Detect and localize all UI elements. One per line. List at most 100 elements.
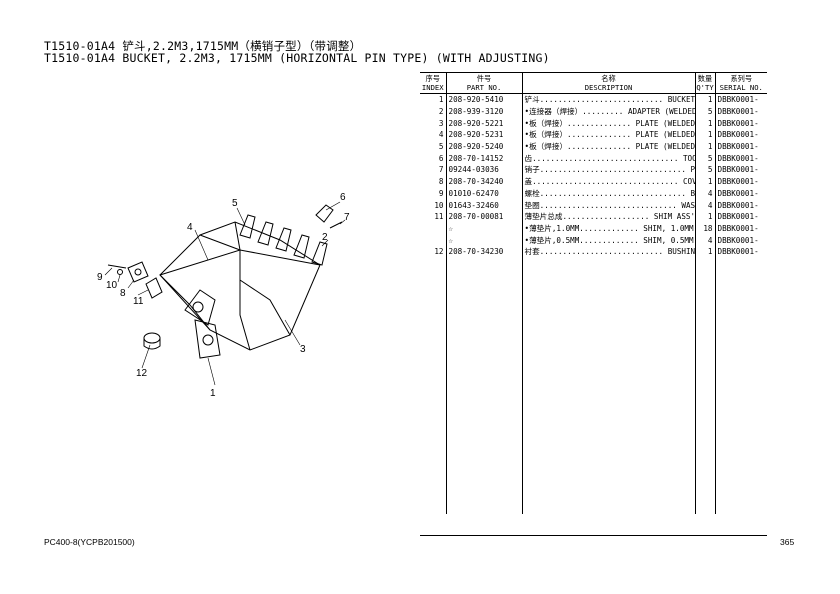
bucket-exploded-diagram: 1 2 3 4 5 6 7 8 9 10 11 12 [97,192,350,399]
footer-page-number: 365 [780,537,795,547]
row-part-no: 208-939-3120 [445,105,522,118]
row-index [420,223,446,235]
row-qty: 4 [694,187,715,200]
row-qty: 5 [694,152,715,165]
filler-cell [420,258,446,514]
row-part-no: 208-920-5410 [445,93,522,106]
row-serial: DBBK0001- [714,129,767,141]
row-index: 10 [434,200,444,210]
row-part-no: 208-70-00081 [445,210,522,223]
row-serial: DBBK0001- [714,105,767,118]
callout-9: 9 [97,272,103,283]
filler-cell [445,257,522,514]
callout-12: 12 [136,368,148,379]
callout-labels: 1 2 3 4 5 6 7 8 9 10 11 12 [97,192,350,399]
callout-6: 6 [340,192,346,203]
row-serial: DBBK0001- [714,210,767,223]
row-index: 12 [434,247,444,257]
row-serial: DBBK0001- [714,234,767,246]
row-serial: DBBK0001- [714,187,767,200]
row-index: 8 [438,177,444,187]
row-part-no: 208-70-34240 [445,175,522,188]
row-index: 6 [438,153,444,163]
row-index: 11 [434,212,444,222]
shim-part [145,277,163,299]
row-serial: DBBK0001- [714,93,767,106]
row-serial: DBBK0001- [714,245,767,258]
row-index: 1 [438,95,444,105]
bushing-part [143,332,161,344]
row-part-no: 09244-03036 [445,164,522,176]
row-part-no: 208-920-5221 [445,117,522,130]
row-qty: 18 [694,222,715,235]
row-description: •板（焊接）.............. PLATE (WELDED) [521,117,695,130]
row-part-no: 01010-62470 [445,187,522,200]
cover-part [127,261,149,283]
page-title-en: T1510-01A4 BUCKET, 2.2M3, 1715MM (HORIZO… [44,51,550,65]
filler-cell [714,257,767,514]
callout-3: 3 [300,344,306,355]
row-description: •薄垫片,1.0MM............. SHIM, 1.0MM [521,222,695,235]
row-index: 4 [438,130,444,140]
row-description: 螺栓................................ BOLT [521,187,695,200]
pin-part [329,221,343,229]
row-description: 齿................................ TOOTH [521,152,695,165]
row-index: 5 [438,142,444,152]
row-serial: DBBK0001- [714,164,767,176]
footer-model: PC400-8(YCPB201500) [44,537,135,547]
row-index: 9 [438,188,444,198]
row-serial: DBBK0001- [714,152,767,165]
callout-8: 8 [120,288,126,299]
row-description: 铲斗........................... BUCKET [521,93,695,106]
callout-7: 7 [344,212,350,223]
row-part-no: 208-920-5240 [445,140,522,153]
teeth-row [239,214,328,266]
row-qty: 1 [694,175,715,188]
row-qty: 1 [694,117,715,130]
row-qty: 4 [694,199,715,211]
row-qty: 1 [694,245,715,258]
callout-4: 4 [187,222,193,233]
row-qty: 1 [694,210,715,223]
callout-5: 5 [232,198,238,209]
bucket-lug-lower [194,319,221,359]
row-serial: DBBK0001- [714,199,767,211]
row-description: •连接器（焊接）......... ADAPTER (WELDED) [521,105,695,118]
callout-1: 1 [210,388,216,399]
row-qty: 1 [694,140,715,153]
row-qty: 1 [694,93,715,106]
row-description: 衬套........................... BUSHING [521,245,695,258]
bolt-part [107,264,127,269]
row-index: 3 [438,118,444,128]
row-serial: DBBK0001- [714,140,767,153]
filler-cell [521,257,695,514]
row-description: 盖................................ COVER [521,175,695,188]
page-title-cn: T1510-01A4 铲斗,2.2M3,1715MM（横销子型）（带调整） [44,39,362,53]
row-serial: DBBK0001- [714,222,767,235]
callout-10: 10 [106,280,118,291]
row-qty: 5 [694,105,715,118]
row-serial: DBBK0001- [714,117,767,130]
row-description: •板（焊接）.............. PLATE (WELDED) [521,140,695,153]
row-part-no: 208-920-5231 [445,129,522,141]
row-part-no: 01643-32460 [445,199,522,211]
filler-cell [694,257,715,514]
tooth-part [315,204,334,223]
